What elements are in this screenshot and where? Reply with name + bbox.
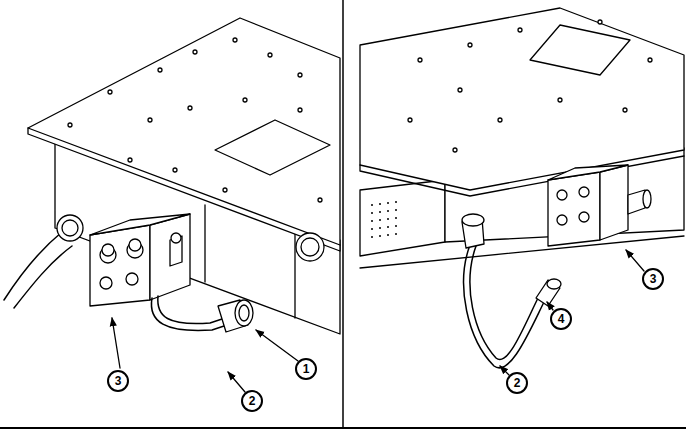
callout-text: 3 xyxy=(115,374,122,388)
callout-text: 3 xyxy=(650,272,657,286)
callout-text: 2 xyxy=(514,376,521,390)
right-view xyxy=(360,8,684,375)
callout-number: 3 xyxy=(107,370,129,392)
callout-number: 4 xyxy=(550,308,572,330)
callout-number: 1 xyxy=(295,358,317,380)
callout-number: 2 xyxy=(241,390,263,412)
callout-text: 2 xyxy=(249,394,256,408)
callout-text: 1 xyxy=(303,362,310,376)
callout-number: 3 xyxy=(642,268,664,290)
left-view xyxy=(4,18,340,392)
callout-number: 2 xyxy=(506,372,528,394)
callout-text: 4 xyxy=(558,312,565,326)
